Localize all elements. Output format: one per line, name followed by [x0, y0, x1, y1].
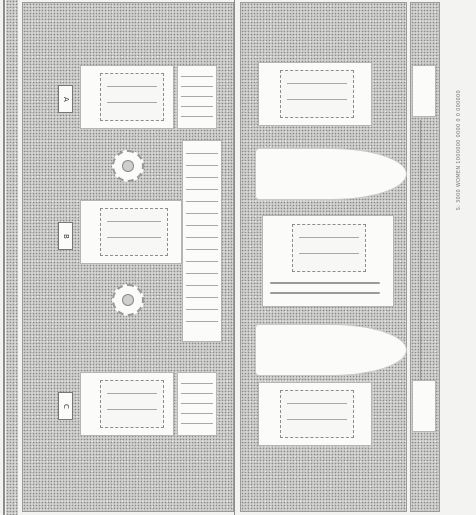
column-divider	[234, 0, 235, 515]
sheet-caption: S: 3000 WOMEN 1000000 0000 0 0 000000	[456, 90, 462, 211]
left-border	[3, 0, 5, 515]
margin-rule	[420, 120, 421, 380]
text-strip-center	[182, 140, 222, 342]
capsule-lower	[255, 324, 407, 376]
target-circle-lower	[112, 284, 144, 316]
card-bottom-right-inner	[280, 390, 354, 438]
text-block-top	[177, 65, 217, 129]
card-bottom-left-inner	[100, 380, 164, 428]
left-margin-strip	[6, 0, 18, 515]
margin-box-top	[412, 65, 436, 117]
card-top-right-inner	[280, 70, 354, 118]
card-middle-left-inner	[100, 208, 168, 256]
rule-upper	[270, 282, 380, 284]
text-block-bottom	[177, 372, 217, 436]
card-top-left-inner	[100, 73, 164, 121]
label-tag-top: A	[58, 85, 73, 113]
margin-box-bottom	[412, 380, 436, 432]
rule-lower	[270, 292, 380, 294]
capsule-upper	[255, 148, 407, 200]
card-middle-right-inner	[292, 224, 366, 272]
label-tag-middle: B	[58, 222, 73, 250]
label-tag-bottom: C	[58, 392, 73, 420]
target-circle-upper	[112, 150, 144, 182]
